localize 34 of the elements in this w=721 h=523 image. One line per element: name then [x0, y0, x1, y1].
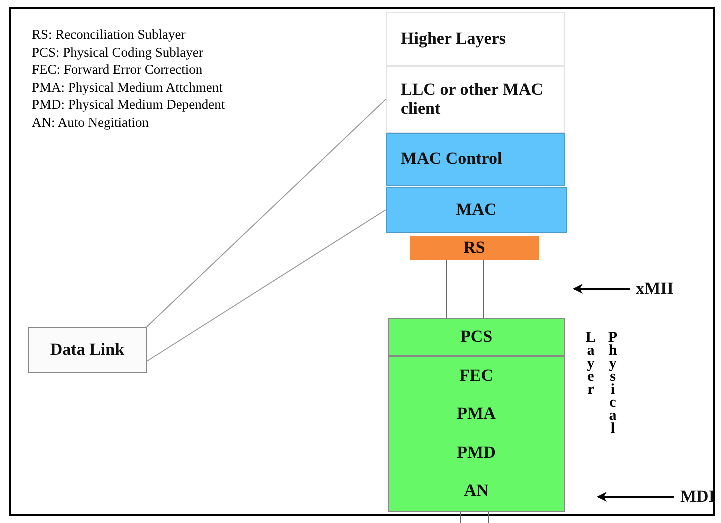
sublayer-band — [388, 318, 565, 356]
layer-name: AN — [464, 482, 489, 502]
abbreviation-definition: PCS: Physical Coding Sublayer — [32, 44, 204, 61]
abbreviation-definition: RS: Reconciliation Sublayer — [32, 26, 187, 44]
arrow — [573, 284, 630, 294]
layer-name: Higher Layers — [401, 30, 506, 48]
layer-group-label: Physical Layer — [582, 330, 622, 436]
abbreviation-definition: PMD: Physical Medium Dependent — [32, 96, 226, 114]
layer-name: RS — [464, 238, 486, 258]
sublayer-band — [410, 236, 539, 260]
interface-label: xMII — [636, 280, 674, 298]
layer-name: MAC Control — [401, 150, 502, 169]
data-link-box — [28, 327, 147, 373]
connector-line — [446, 260, 448, 318]
layer-band — [386, 133, 565, 186]
leader-line — [146, 99, 386, 328]
leader-line — [146, 210, 386, 362]
layer-name: FEC — [460, 366, 494, 386]
layer-name: PCS — [460, 328, 493, 346]
layer-name: PMD — [457, 444, 496, 463]
layer-band — [386, 187, 567, 233]
abbreviation-definition: AN: Auto Negitiation — [32, 114, 150, 131]
arrow — [597, 492, 674, 502]
sublayer-stack — [388, 356, 565, 512]
layer-name: MAC — [456, 200, 497, 220]
layer-name: LLC or other MAC client — [401, 80, 544, 118]
connector-line — [488, 512, 490, 523]
layer-band — [386, 66, 565, 133]
abbreviation-definition: PMA: Physical Medium Attchment — [32, 78, 224, 96]
layer-band — [386, 12, 565, 66]
layer-name: PMA — [457, 405, 496, 424]
layer-name: Data Link — [50, 340, 125, 360]
connector-line — [460, 512, 462, 523]
abbreviation-definition: FEC: Forward Error Correction — [32, 61, 204, 78]
